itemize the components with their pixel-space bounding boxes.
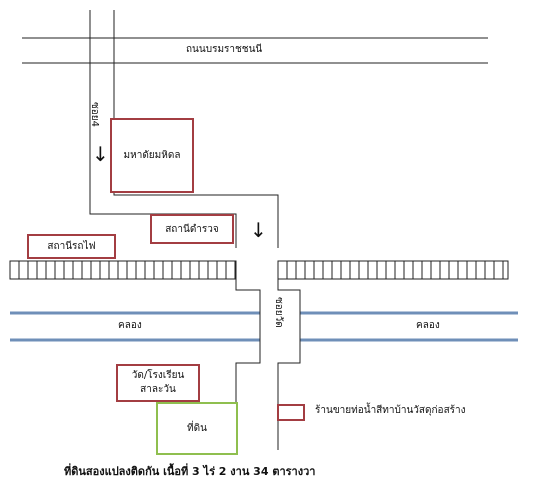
temple-landmark: วัด/โรงเรียน สาละวัน bbox=[116, 364, 200, 402]
land-label: ที่ดิน bbox=[187, 423, 207, 434]
land-plot: ที่ดิน bbox=[156, 402, 238, 455]
railway-ties-left bbox=[18, 261, 236, 279]
temple-label-line1: วัด/โรงเรียน bbox=[131, 370, 185, 381]
bridge-road-right bbox=[277, 279, 301, 450]
railway-left bbox=[9, 260, 237, 280]
university-label: มหาดัยมหิดล bbox=[123, 150, 181, 161]
shop-legend-swatch bbox=[277, 404, 305, 421]
temple-label-line2: สาละวัน bbox=[140, 384, 176, 395]
railway-right bbox=[277, 260, 509, 280]
train-station-label: สถานีรถไฟ bbox=[47, 241, 96, 252]
soi4-label: ซอย4 bbox=[89, 102, 100, 128]
canal-label-right: คลอง bbox=[416, 320, 440, 331]
canal-label-left: คลอง bbox=[118, 320, 142, 331]
soi-right-label: ซอยวัด bbox=[273, 297, 284, 328]
railway-ties-right bbox=[286, 261, 504, 279]
bridge-road bbox=[235, 279, 261, 450]
train-station-landmark: สถานีรถไฟ bbox=[27, 234, 116, 259]
police-label: สถานีดำรวจ bbox=[165, 223, 219, 235]
down-arrow-icon: ↓ bbox=[92, 142, 109, 166]
main-road-label: ถนนบรมราชชนนี bbox=[186, 44, 263, 55]
caption: ที่ดินสองแปลงติดกัน เนื้อที่ 3 ไร่ 2 งาน… bbox=[64, 465, 316, 478]
down-arrow-icon: ↓ bbox=[250, 218, 267, 242]
shop-legend-label: ร้านขายท่อน้ำสีทาบ้านวัสดุก่อสร้าง bbox=[315, 405, 466, 416]
soi4-road-inner bbox=[113, 10, 279, 248]
university-landmark: มหาดัยมหิดล bbox=[110, 118, 194, 193]
police-station-landmark: สถานีดำรวจ bbox=[150, 214, 234, 244]
